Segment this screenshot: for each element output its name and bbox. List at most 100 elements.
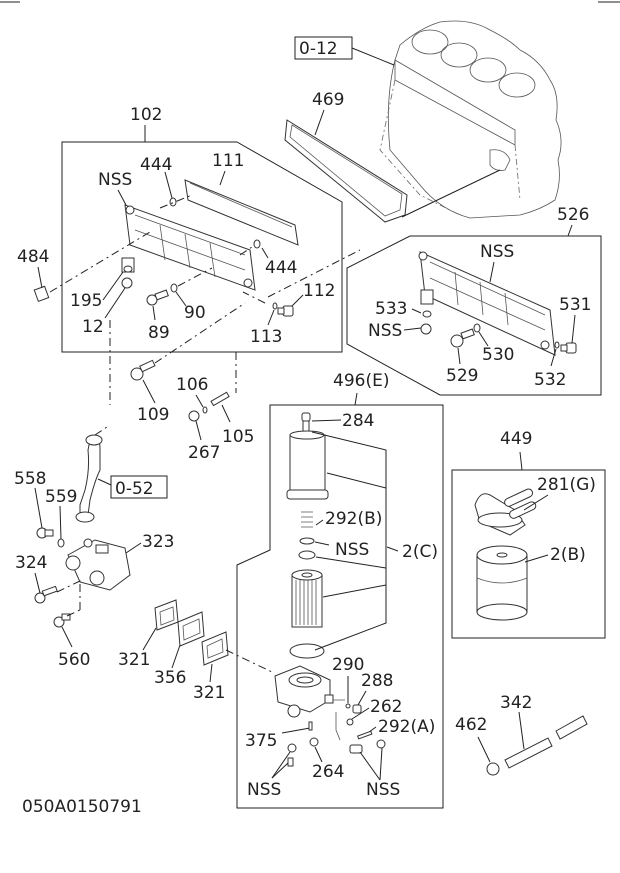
label-323: 323 xyxy=(142,532,174,552)
engine-block xyxy=(379,20,562,219)
label-nss-2: NSS xyxy=(480,242,514,262)
bracket-2c xyxy=(311,431,387,651)
part-529-bolt[interactable] xyxy=(450,328,475,348)
label-321-b: 321 xyxy=(193,683,225,703)
part-2b-oil-filter[interactable] xyxy=(476,545,528,621)
label-324: 324 xyxy=(15,553,47,573)
part-filter-head-449[interactable] xyxy=(474,488,537,536)
drawing-number: 050A0150791 xyxy=(22,797,142,817)
label-533: 533 xyxy=(375,299,407,319)
label-281g: 281(G) xyxy=(537,475,596,495)
part-462-bolt[interactable] xyxy=(486,762,500,776)
part-558-bolt[interactable] xyxy=(36,527,54,539)
part-oil-cooler-case-526[interactable] xyxy=(418,251,556,356)
part-90-washer[interactable] xyxy=(170,283,178,293)
part-284-fitting[interactable] xyxy=(301,412,311,434)
part-nss-plug-526[interactable] xyxy=(420,323,432,335)
label-267: 267 xyxy=(188,443,220,463)
part-105-stud[interactable] xyxy=(210,391,230,407)
part-filter-oring[interactable] xyxy=(289,643,325,659)
part-321-gasket-b[interactable] xyxy=(201,631,229,666)
part-288-plug[interactable] xyxy=(352,704,362,714)
part-342-hose[interactable] xyxy=(504,715,588,769)
label-264: 264 xyxy=(312,762,344,782)
part-filter-element[interactable] xyxy=(291,569,323,628)
label-532: 532 xyxy=(534,370,566,390)
part-292b-spring[interactable] xyxy=(301,511,313,528)
part-oil-cooler-case[interactable] xyxy=(121,204,256,291)
part-nss-stud-left[interactable] xyxy=(287,757,294,767)
part-109-bolt[interactable] xyxy=(130,359,156,381)
label-113: 113 xyxy=(250,327,282,347)
label-90: 90 xyxy=(184,303,206,323)
label-nss-5: NSS xyxy=(247,780,281,800)
label-462: 462 xyxy=(455,715,487,735)
label-112: 112 xyxy=(303,281,335,301)
part-267-nut[interactable] xyxy=(188,410,200,422)
part-484-clip[interactable] xyxy=(33,285,50,302)
label-375: 375 xyxy=(245,731,277,751)
label-529: 529 xyxy=(446,366,478,386)
part-532-oring[interactable] xyxy=(554,341,560,349)
part-356-gasket[interactable] xyxy=(177,611,205,647)
label-444-top: 444 xyxy=(140,155,172,175)
ref-box-0-52[interactable] xyxy=(110,475,168,499)
group-frame-102 xyxy=(61,141,343,353)
label-531: 531 xyxy=(559,295,591,315)
label-109: 109 xyxy=(137,405,169,425)
label-262: 262 xyxy=(370,697,402,717)
group-label-102: 102 xyxy=(130,105,162,125)
part-filter-housing[interactable] xyxy=(286,430,329,500)
group-frame-526 xyxy=(346,235,602,396)
part-469-gasket[interactable] xyxy=(284,119,408,223)
label-292a: 292(A) xyxy=(378,717,435,737)
label-2c: 2(C) xyxy=(402,542,438,562)
part-12-plug[interactable] xyxy=(121,277,133,289)
label-342: 342 xyxy=(500,693,532,713)
part-oil-pipe-0-52[interactable] xyxy=(79,438,101,521)
part-nss-nut-left[interactable] xyxy=(287,743,297,753)
label-356: 356 xyxy=(154,668,186,688)
part-323-valve-body[interactable] xyxy=(65,538,131,591)
part-nss-plug-right[interactable] xyxy=(349,739,386,754)
part-89-bolt[interactable] xyxy=(146,289,169,306)
label-nss-3: NSS xyxy=(368,321,402,341)
part-264-plug[interactable] xyxy=(309,737,319,747)
part-106-washer[interactable] xyxy=(202,406,208,414)
label-559: 559 xyxy=(45,487,77,507)
part-195-washer[interactable] xyxy=(123,265,133,273)
label-nss-1: NSS xyxy=(98,170,132,190)
label-560: 560 xyxy=(58,650,90,670)
part-262-ball[interactable] xyxy=(346,718,354,726)
part-324-bolt[interactable] xyxy=(34,585,58,604)
part-559-washer[interactable] xyxy=(57,538,65,548)
part-113-oring[interactable] xyxy=(272,302,278,310)
label-288: 288 xyxy=(361,671,393,691)
label-292b: 292(B) xyxy=(325,509,382,529)
part-321-gasket-a[interactable] xyxy=(154,599,179,631)
part-375-pin[interactable] xyxy=(308,721,313,731)
ref-0-52[interactable]: 0-52 xyxy=(115,479,154,499)
part-290-ball[interactable] xyxy=(345,703,351,709)
label-nss-6: NSS xyxy=(366,780,400,800)
label-nss-4: NSS xyxy=(335,540,369,560)
part-112-plug[interactable] xyxy=(277,305,294,317)
ref-0-12[interactable]: 0-12 xyxy=(299,39,338,59)
label-484: 484 xyxy=(17,247,49,267)
label-2b: 2(B) xyxy=(550,545,586,565)
part-111-cooler-element[interactable] xyxy=(184,179,299,246)
label-558: 558 xyxy=(14,469,46,489)
part-533-washer[interactable] xyxy=(422,310,432,318)
label-12: 12 xyxy=(82,317,104,337)
part-530-washer[interactable] xyxy=(473,323,481,333)
group-label-496e: 496(E) xyxy=(333,371,389,391)
part-292a-spring[interactable] xyxy=(357,730,373,740)
part-531-plug[interactable] xyxy=(560,342,577,354)
part-filter-base[interactable] xyxy=(274,665,334,718)
part-filter-seal[interactable] xyxy=(298,550,316,560)
label-195: 195 xyxy=(70,291,102,311)
part-560-bolt[interactable] xyxy=(53,613,71,628)
part-nss-washer[interactable] xyxy=(299,537,315,545)
label-530: 530 xyxy=(482,345,514,365)
